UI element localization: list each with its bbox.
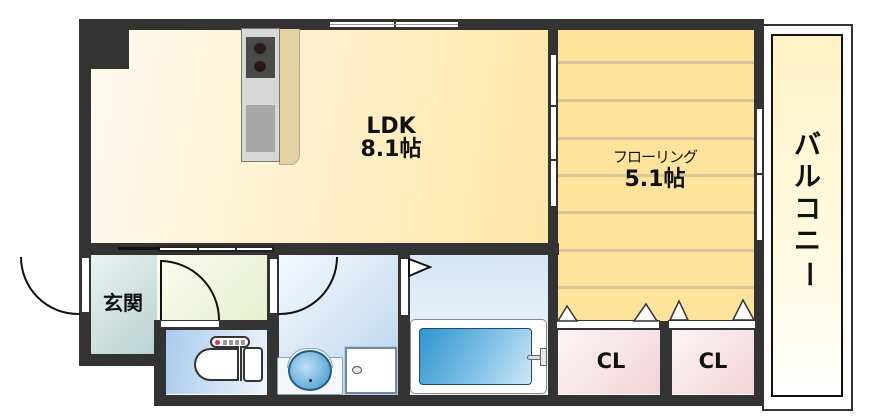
washroom-door-frame (269, 258, 278, 314)
flooring-size: 5.1帖 (624, 166, 686, 192)
bath-door-triangle[interactable] (408, 258, 432, 278)
door-edge-line (118, 247, 160, 250)
wall-left (79, 19, 91, 255)
flooring-label: フローリング 5.1帖 (590, 148, 720, 192)
closet-2-label: CL (698, 349, 728, 373)
burner-icon (254, 61, 266, 72)
bathtub-icon (419, 328, 532, 385)
kitchen-sink (246, 105, 275, 152)
wall-toilet-left (154, 320, 166, 406)
window-ldk-flooring (549, 53, 558, 208)
wall-entrance-bottom (79, 354, 166, 366)
entrance-floor (91, 255, 157, 354)
balcony-label: バ ル コ ニ ー (792, 130, 824, 288)
toilet-control-panel (210, 336, 250, 348)
ldk-label: LDK 8.1帖 (336, 115, 446, 161)
toilet-tank-icon (243, 347, 263, 382)
basin-icon (288, 350, 332, 391)
entrance-label: 玄関 (103, 291, 143, 315)
kitchen-counter (279, 29, 300, 165)
entrance-door-swing[interactable] (20, 257, 80, 315)
sliding-door-ldk[interactable] (158, 246, 274, 252)
balcony-inner (771, 34, 843, 397)
wall-bottom (154, 395, 764, 406)
hall-door-threshold (160, 320, 220, 328)
faucet-mount (540, 348, 547, 366)
closet-2-door-triangles (668, 298, 756, 321)
flooring-room-floor (558, 29, 754, 321)
closet-1-label: CL (596, 349, 626, 373)
flooring-name: フローリング (612, 148, 698, 166)
faucet-icon (527, 355, 541, 360)
closet-1-floor (558, 330, 660, 394)
entrance-door-frame (81, 257, 90, 313)
bath-door-frame (400, 258, 409, 316)
closet-1-door-triangles (556, 302, 659, 322)
ldk-floor (91, 29, 548, 243)
ldk-size: 8.1帖 (360, 137, 422, 163)
stove (246, 37, 275, 78)
wall-closet-divider (660, 321, 672, 406)
burner-icon (254, 43, 266, 54)
toilet-pipe (237, 346, 242, 381)
closet-2-floor (672, 330, 754, 394)
wall-ldk-flooring (548, 19, 558, 406)
kitchen-unit (241, 28, 280, 162)
window-ldk-top (328, 20, 460, 29)
closet-1-door[interactable] (556, 320, 660, 329)
toilet-bowl-icon (194, 348, 242, 381)
ldk-name: LDK (366, 114, 416, 139)
washer-pan-icon (344, 346, 398, 395)
closet-2-door[interactable] (668, 320, 756, 329)
